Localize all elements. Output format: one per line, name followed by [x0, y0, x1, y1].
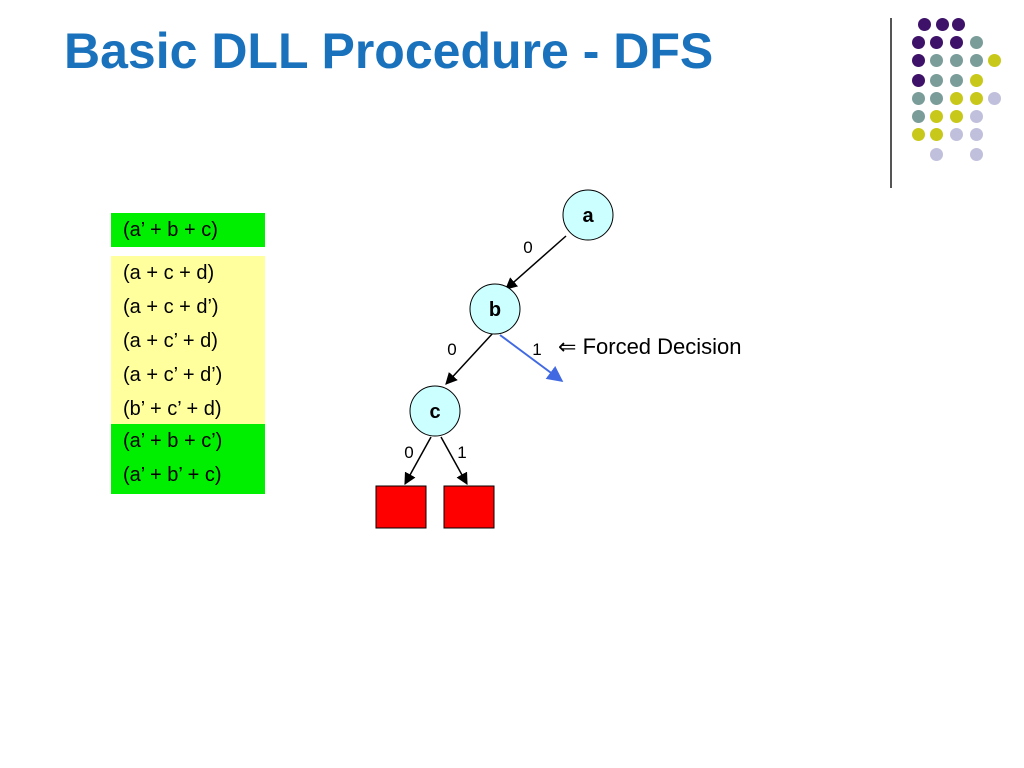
clause: (a’ + b + c): [123, 219, 218, 241]
decor-dot: [936, 18, 949, 31]
clause: (a + c’ + d’): [123, 364, 223, 386]
edge-b-forced: [499, 334, 564, 382]
edge-label-a-b: 0: [523, 238, 532, 257]
decor-dot: [918, 18, 931, 31]
clause: (a + c + d): [123, 262, 215, 284]
decor-dot: [950, 110, 963, 123]
clause: (a’ + b + c’): [123, 430, 223, 452]
clause: (a + c + d’): [123, 296, 219, 318]
node-c-label: c: [429, 401, 440, 423]
decor-dot: [950, 128, 963, 141]
left-double-arrow-icon: ⇐: [558, 334, 577, 359]
edge-label-b-forced: 1: [532, 340, 541, 359]
decor-dot: [970, 92, 983, 105]
decor-dot: [912, 74, 925, 87]
edge-c-left: [404, 436, 432, 486]
edge-label-b-c: 0: [447, 340, 456, 359]
edge-label-c-right: 1: [457, 443, 466, 462]
edge-b-to-c: [445, 332, 494, 385]
node-b: [469, 283, 521, 335]
satisfied-clause-group-top: (a’ + b + c): [111, 213, 265, 247]
decor-dot: [950, 36, 963, 49]
node-a: [562, 189, 614, 241]
decor-dot: [912, 128, 925, 141]
edge-label-c-left: 0: [404, 443, 413, 462]
decor-dot: [970, 148, 983, 161]
decor-dot: [970, 128, 983, 141]
decor-dot: [912, 36, 925, 49]
decor-dot: [912, 92, 925, 105]
edge-c-right: [440, 436, 468, 486]
clause: (b’ + c’ + d): [123, 398, 222, 420]
active-clause-group: (a + c + d) (a + c + d’) (a + c’ + d) (a…: [111, 256, 265, 426]
node-c: [409, 385, 461, 437]
decor-dot: [912, 54, 925, 67]
decor-dot: [970, 74, 983, 87]
decor-dot: [950, 92, 963, 105]
decor-dot: [988, 92, 1001, 105]
decor-dot: [912, 110, 925, 123]
decor-dot: [970, 54, 983, 67]
decor-dot: [988, 54, 1001, 67]
decor-dot: [930, 36, 943, 49]
decor-dot: [952, 18, 965, 31]
decor-dot: [970, 110, 983, 123]
slide-title: Basic DLL Procedure - DFS: [64, 23, 714, 79]
clause: (a + c’ + d): [123, 330, 218, 352]
decor-dot: [930, 128, 943, 141]
decor-dot: [930, 54, 943, 67]
vertical-divider: [890, 18, 892, 188]
forced-decision-label: Forced Decision: [582, 334, 742, 359]
decor-dot: [930, 110, 943, 123]
leaf-conflict-left: [375, 485, 427, 529]
leaf-conflict-right: [443, 485, 495, 529]
decor-dot: [970, 36, 983, 49]
decor-dot: [930, 74, 943, 87]
decor-dot: [930, 92, 943, 105]
decor-dot: [950, 74, 963, 87]
decor-dot: [930, 148, 943, 161]
decor-dot: [950, 54, 963, 67]
satisfied-clause-group-bottom: (a’ + b + c’) (a’ + b’ + c): [111, 424, 265, 494]
forced-decision-note: ⇐ Forced Decision: [558, 334, 742, 360]
node-b-label: b: [489, 299, 501, 321]
clause: (a’ + b’ + c): [123, 464, 222, 486]
node-a-label: a: [582, 205, 594, 227]
edge-a-to-b: [505, 235, 567, 290]
